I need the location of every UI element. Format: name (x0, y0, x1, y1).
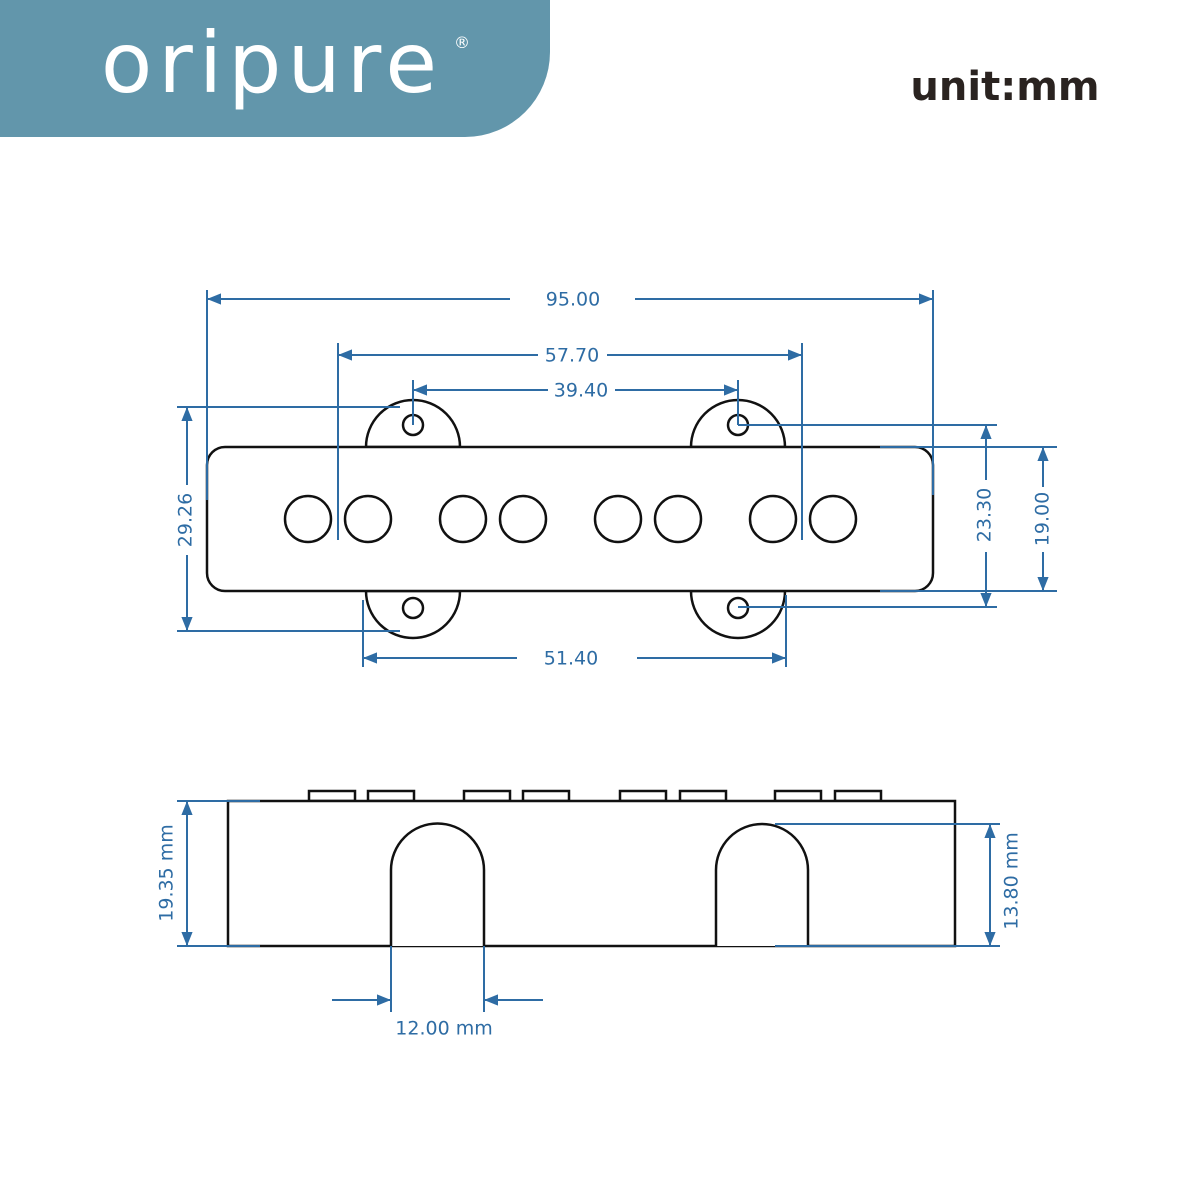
pole-top (773, 789, 823, 803)
dim-label: 19.00 (1032, 492, 1054, 546)
pole-top (678, 789, 728, 803)
pole-piece (593, 494, 643, 544)
dim-label: 39.40 (554, 380, 608, 402)
pole-piece (498, 494, 548, 544)
top-view: 95.00 57.70 39.40 29.26 (175, 289, 1057, 670)
pole-piece (438, 494, 488, 544)
side-body (226, 799, 957, 948)
pole-piece (283, 494, 333, 544)
logo-band (0, 0, 550, 137)
pole-top (618, 789, 668, 803)
dim-label: 19.35 mm (156, 824, 178, 921)
pole-piece (653, 494, 703, 544)
dim-label: 23.30 (974, 488, 996, 542)
dim-overall-length: 95.00 (206, 289, 934, 500)
side-view: 19.35 mm 13.80 mm 12.00 mm (155, 789, 1023, 1040)
dim-arch-width: 12.00 mm (332, 946, 543, 1040)
dim-arch-height: 13.80 mm (775, 823, 1023, 947)
pole-top (462, 789, 512, 803)
mount-hole (401, 596, 425, 620)
dim-label: 29.26 (175, 493, 197, 547)
pole-piece (343, 494, 393, 544)
pole-top (366, 789, 416, 803)
dim-label: 57.70 (545, 345, 599, 367)
dim-body-width: 19.00 (880, 446, 1057, 592)
pole-piece (748, 494, 798, 544)
dim-label: 13.80 mm (1001, 832, 1023, 929)
pole-top (307, 789, 357, 803)
pickup-body (205, 445, 935, 593)
pole-piece (808, 494, 858, 544)
dim-pole-span: 57.70 (337, 343, 803, 540)
dim-top-mount-holes: 39.40 (412, 380, 739, 425)
dim-label: 12.00 mm (395, 1018, 492, 1040)
unit-label: unit:mm (910, 64, 1099, 110)
dim-label: 95.00 (546, 289, 600, 311)
dim-height: 19.35 mm (155, 800, 260, 947)
arch-right (714, 822, 810, 946)
brand-name: oripure (101, 14, 443, 112)
arch-left (389, 822, 486, 946)
brand-logo: oripure ® (0, 0, 550, 137)
pole-pieces (283, 494, 858, 544)
pole-top (521, 789, 571, 803)
registered-mark: ® (454, 33, 470, 52)
pole-top (833, 789, 883, 803)
dim-label: 51.40 (544, 648, 598, 670)
dim-bottom-mount-ears: 51.40 (362, 595, 787, 670)
dim-mount-hole-spacing: 23.30 (738, 424, 997, 608)
pole-tops (307, 789, 883, 803)
